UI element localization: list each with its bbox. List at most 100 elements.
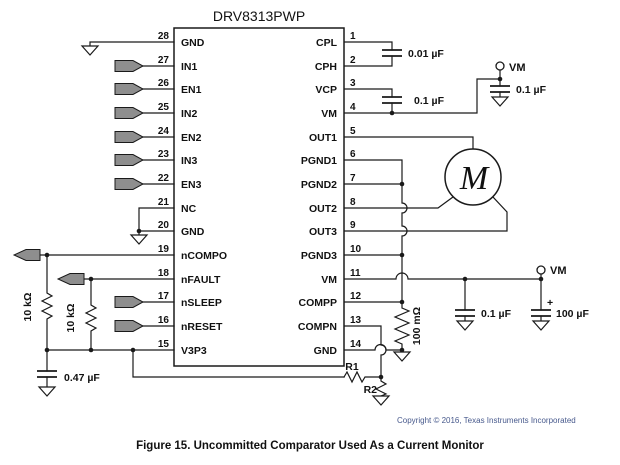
pin-label: nFAULT (181, 274, 221, 286)
pin-label: PGND1 (301, 155, 337, 167)
ic-title: DRV8313PWP (213, 8, 305, 24)
pin-number: 26 (158, 78, 170, 89)
pin-number: 21 (158, 197, 170, 208)
pin-label: GND (314, 345, 338, 357)
pin-number: 14 (350, 339, 362, 350)
pin-label: VM (321, 274, 337, 286)
capacitor-value: 0.47 µF (64, 372, 100, 384)
v3p3-capacitor: 0.47 µF (37, 370, 100, 384)
ground-icon (371, 395, 391, 406)
vm-bypass-capacitor: 0.1 µF (490, 84, 547, 96)
pin-label: EN3 (181, 179, 202, 191)
pin-label: VCP (315, 84, 337, 96)
copyright-notice: Copyright © 2016, Texas Instruments Inco… (397, 416, 576, 425)
pin-number: 23 (158, 149, 170, 160)
cpl-cph-capacitor: 0.01 µF (382, 48, 444, 60)
pin-label: VM (321, 108, 337, 120)
pin-number: 28 (158, 31, 170, 42)
polarity-plus-sign: + (547, 297, 553, 309)
pin-number: 11 (350, 268, 361, 279)
nfault-output-arrow-icon (56, 273, 85, 285)
in3-input-arrow-icon (114, 154, 145, 166)
en2-input-arrow-icon (114, 131, 145, 143)
pin-number: 20 (158, 220, 170, 231)
in1-input-arrow-icon (114, 60, 145, 72)
capacitor-value: 100 µF (556, 308, 589, 320)
motor: M (444, 148, 502, 206)
pin-label: EN2 (181, 132, 202, 144)
right-pins: 1 CPL 2 CPH 3 VCP 4 VM 5 OUT1 6 PGND1 7 … (298, 31, 362, 357)
r1-resistor: R1 (345, 361, 359, 373)
ground-icon (80, 45, 100, 56)
resistor-ref: R2 (364, 384, 378, 396)
wires (39, 41, 542, 397)
pin-label: GND (181, 37, 205, 49)
vm-top-terminal: VM (495, 61, 526, 74)
pin-number: 10 (350, 244, 362, 255)
ic-outline (173, 27, 345, 367)
pin-number: 25 (158, 102, 170, 113)
ic: DRV8313PWP (173, 8, 345, 367)
en1-input-arrow-icon (114, 83, 145, 95)
terminal-label: VM (509, 62, 526, 74)
pin-number: 8 (350, 197, 356, 208)
pin-number: 17 (158, 291, 170, 302)
pin-number: 18 (158, 268, 170, 279)
terminal-circle-icon (495, 61, 505, 71)
pin-label: COMPN (298, 321, 337, 333)
pin-number: 9 (350, 220, 356, 231)
ground-icon (490, 96, 510, 107)
pin-number: 2 (350, 55, 356, 66)
ground-icon (37, 386, 57, 397)
in2-input-arrow-icon (114, 107, 145, 119)
pin-label: NC (181, 203, 197, 215)
motor-circle-icon (444, 148, 502, 206)
pin-label: CPL (316, 37, 338, 49)
pin-number: 24 (158, 126, 170, 137)
pin-label: nCOMPO (181, 250, 227, 262)
pin-label: OUT1 (309, 132, 337, 144)
terminal-label: VM (550, 265, 567, 277)
pin-number: 4 (350, 102, 356, 113)
pin-label: EN1 (181, 84, 202, 96)
bulk-capacitor-small: 0.1 µF (455, 308, 512, 320)
pin-number: 27 (158, 55, 170, 66)
r2-resistor: R2 (364, 384, 378, 396)
pullup-resistor-ncompo: 10 kΩ (22, 293, 34, 322)
pin-label: GND (181, 226, 205, 238)
signal-arrows (12, 60, 145, 332)
pin-number: 1 (350, 31, 356, 42)
vcp-vm-capacitor: 0.1 µF (382, 95, 445, 107)
bulk-capacitor-large: + 100 µF (531, 297, 589, 320)
pin-number: 19 (158, 244, 170, 255)
resistor-value: 100 mΩ (411, 307, 423, 345)
motor-label: M (459, 160, 490, 197)
pin-label: OUT2 (309, 203, 337, 215)
pin-label: IN3 (181, 155, 198, 167)
resistor-value: 10 kΩ (65, 304, 77, 333)
capacitor-value: 0.01 µF (408, 48, 444, 60)
pin-number: 6 (350, 149, 356, 160)
pin-label: nSLEEP (181, 297, 222, 309)
pin-label: OUT3 (309, 226, 337, 238)
nsleep-input-arrow-icon (114, 296, 145, 308)
ground-symbols (37, 45, 551, 406)
pin-number: 16 (158, 315, 170, 326)
resistor-ref: R1 (345, 361, 359, 373)
pin-label: PGND3 (301, 250, 337, 262)
junction-dots (44, 76, 544, 380)
vm-right-terminal: VM (536, 265, 567, 277)
pin-label: IN2 (181, 108, 198, 120)
resistor-value: 10 kΩ (22, 293, 34, 322)
capacitor-value: 0.1 µF (481, 308, 512, 320)
left-pins: 28 GND 27 IN1 26 EN1 25 IN2 24 EN2 23 IN… (158, 31, 227, 357)
sense-resistor: 100 mΩ (411, 307, 423, 345)
pin-label: V3P3 (181, 345, 207, 357)
pin-label: nRESET (181, 321, 223, 333)
pin-number: 13 (350, 315, 362, 326)
pin-number: 3 (350, 78, 356, 89)
en3-input-arrow-icon (114, 178, 145, 190)
pin-label: COMPP (298, 297, 337, 309)
